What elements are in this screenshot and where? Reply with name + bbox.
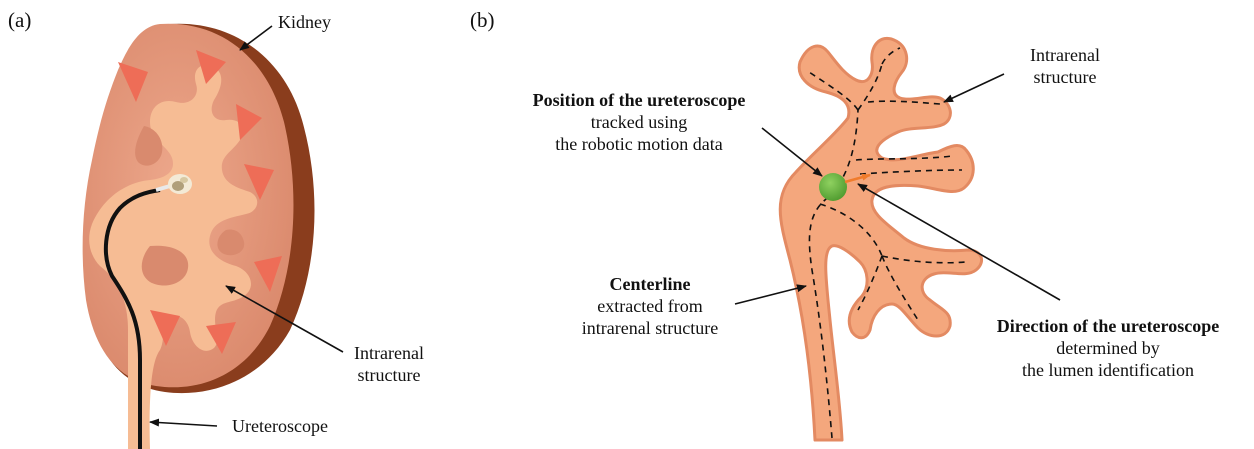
intrarenal-label-b-line2: structure: [1010, 66, 1120, 88]
direction-line1: determined by: [970, 337, 1246, 359]
centerline-annotation: Centerline extracted from intrarenal str…: [556, 273, 744, 339]
ureteroscope-label: Ureteroscope: [232, 415, 328, 437]
centerline-line2: intrarenal structure: [556, 317, 744, 339]
centerline-title: Centerline: [556, 273, 744, 295]
kidney-illustration: [83, 24, 315, 449]
direction-annotation: Direction of the ureteroscope determined…: [970, 315, 1246, 381]
position-title: Position of the ureteroscope: [500, 89, 778, 111]
ureteroscope-arrow: [150, 422, 217, 426]
panel-b-letter: (b): [470, 8, 495, 32]
position-annotation: Position of the ureteroscope tracked usi…: [500, 89, 778, 155]
position-line2: the robotic motion data: [500, 133, 778, 155]
kidney-label: Kidney: [278, 11, 331, 33]
centerline-line1: extracted from: [556, 295, 744, 317]
intrarenal-arrow-b: [944, 74, 1004, 102]
kidney-arrow: [240, 26, 272, 50]
intrarenal-label-a-line1: Intrarenal: [346, 342, 432, 364]
direction-line2: the lumen identification: [970, 359, 1246, 381]
kidney-stone: [168, 174, 192, 194]
intrarenal-label-b-line1: Intrarenal: [1010, 44, 1120, 66]
direction-title: Direction of the ureteroscope: [970, 315, 1246, 337]
intrarenal-label-a: Intrarenal structure: [346, 342, 432, 386]
ureteroscope-position-marker: [819, 173, 847, 201]
intrarenal-label-a-line2: structure: [346, 364, 432, 386]
position-line1: tracked using: [500, 111, 778, 133]
centerline-arrow: [735, 286, 806, 304]
intrarenal-label-b: Intrarenal structure: [1010, 44, 1120, 88]
panel-a-letter: (a): [8, 8, 31, 32]
